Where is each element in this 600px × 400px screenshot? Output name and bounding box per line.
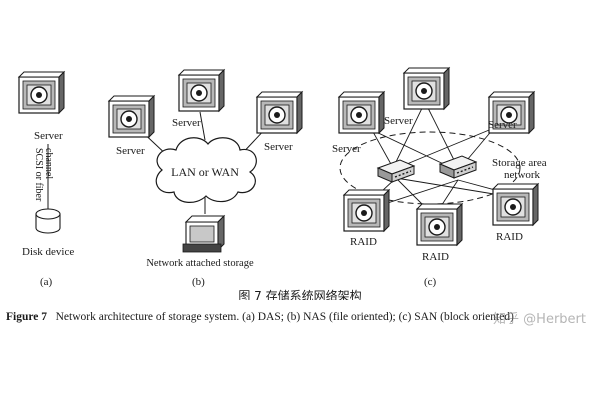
caption-figure-number: Figure 7 (6, 311, 47, 323)
sub-label-b: (b) (192, 276, 205, 288)
sub-label-c: (c) (424, 276, 437, 288)
server-label: Server (488, 119, 517, 131)
san-switch-icon (439, 155, 477, 179)
panel-b-nas: Server Server Server LAN or WAN Network … (108, 69, 303, 288)
diagram-canvas: Server SCSI or fiber channel Disk device… (18, 67, 549, 303)
lan-wan-cloud (155, 137, 257, 203)
san-label: Storage area network (492, 157, 549, 181)
panel-a-das: Server SCSI or fiber channel Disk device… (18, 71, 74, 288)
raid-icon (416, 203, 463, 246)
server-icon (256, 91, 303, 134)
server-icon (108, 95, 155, 138)
raid-label: RAID (422, 251, 449, 263)
panel-c-san: Server Server Server Storage area networ… (332, 67, 549, 288)
svg-text:channel: channel (43, 148, 54, 179)
nas-icon (182, 214, 226, 253)
server-label: Server (264, 141, 293, 153)
server-icon (403, 67, 450, 110)
raid-label: RAID (350, 236, 377, 248)
nas-label: Network attached storage (146, 258, 254, 269)
server-label: Server (34, 130, 63, 142)
scsi-link-label: SCSI or fiber channel (33, 148, 54, 202)
raid-icon (492, 183, 539, 226)
server-label: Server (116, 145, 145, 157)
server-icon (18, 71, 65, 114)
raid-icon (343, 189, 390, 232)
svg-text:SCSI or fiber: SCSI or fiber (33, 148, 44, 202)
server-icon (338, 91, 385, 134)
cloud-label: LAN or WAN (171, 165, 239, 179)
disk-device-label: Disk device (22, 246, 74, 258)
san-switch-icon (377, 159, 415, 183)
server-label: Server (172, 117, 201, 129)
server-label: Server (384, 115, 413, 127)
watermark: 知乎 @Herbert (493, 312, 586, 327)
raid-label: RAID (496, 231, 523, 243)
sub-label-a: (a) (40, 276, 53, 288)
server-icon (178, 69, 225, 112)
disk-device-icon (35, 208, 61, 234)
caption-text: Network architecture of storage system. … (55, 311, 514, 323)
caption-en: Figure 7 Network architecture of storage… (6, 311, 596, 323)
server-label: Server (332, 143, 361, 155)
caption-zh: 图 7 存储系统网络架构 (238, 288, 361, 300)
